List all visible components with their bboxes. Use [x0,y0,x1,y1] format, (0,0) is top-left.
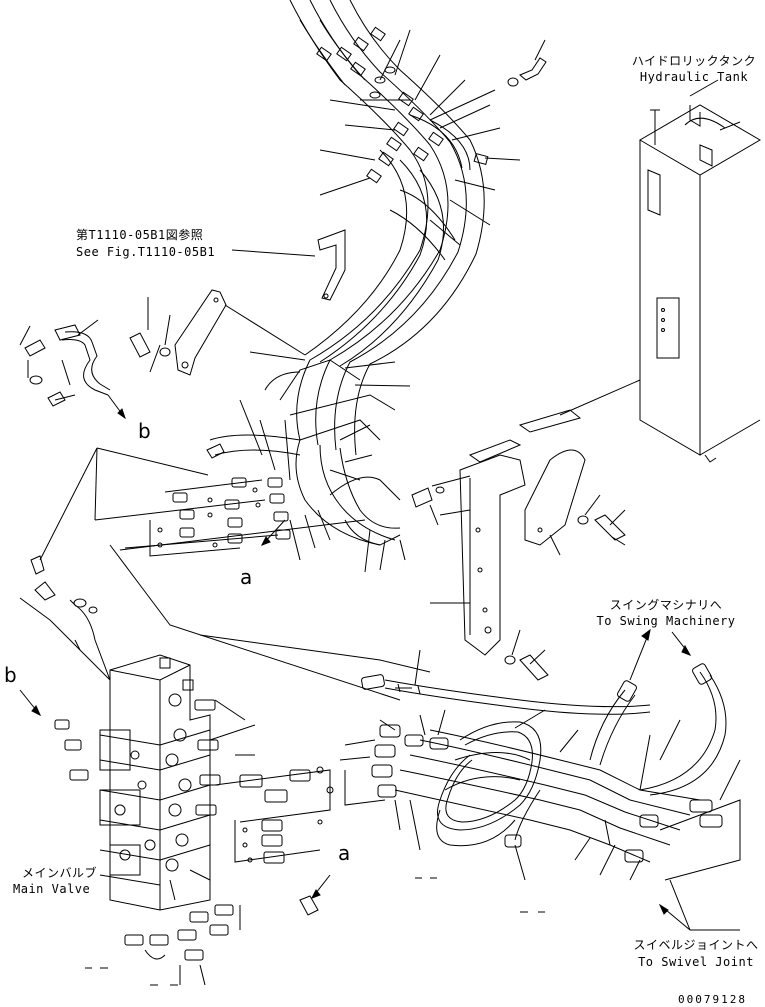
connection-lines [19,519,431,756]
main-valve-label-en: Main Valve [13,882,91,896]
fitting-rows [157,477,291,548]
mid-hose-bundle [209,359,401,546]
swing-machinery-label-jp: スイングマシナリへ [609,598,723,612]
main-valve-fittings [54,699,256,816]
see-fig-label-en: See Fig.T1110-05B1 [76,245,216,259]
hydraulic-tank-label-jp: ハイドロリックタンク [631,54,757,68]
callout-a-lower: a [338,841,351,865]
group-lines [39,447,279,561]
main-valve [99,654,211,911]
swing-machinery-label-en: To Swing Machinery [596,614,736,628]
drawing-number: 00079128 [678,993,747,1006]
lower-leaders [379,709,741,881]
washers-upper [369,39,547,99]
stay-bracket [174,289,227,376]
callout-b-upper: b [138,419,152,443]
bottom-fittings [124,869,241,986]
lower-fittings [316,663,723,863]
mid-leaders [239,351,411,573]
mounting-plate [430,454,526,656]
hydraulic-tank-label-en: Hydraulic Tank [639,70,749,84]
clamp-bracket [317,229,346,301]
see-fig-label-jp: 第T1110-05B1図参照 [76,228,204,242]
swivel-joint-label-jp: スイベルジョイントへ [633,938,759,952]
left-small-pipes [19,319,111,407]
upper-hose-bundle [289,0,485,456]
swivel-joint-label-en: To Swivel Joint [638,955,754,969]
hydraulic-tank [639,104,761,463]
triangle-plate [524,449,586,556]
upper-leaders [319,29,521,246]
bolts-right [504,494,626,681]
long-pipe [361,649,651,715]
mid-right-fitting [411,409,582,526]
upper-fittings [316,26,489,184]
main-valve-label-jp: メインバルブ [22,866,98,880]
swivel-leader [669,879,691,931]
callout-a-upper: a [240,565,253,589]
callout-b-lower: b [4,663,18,687]
upper-left-fitting [30,443,225,575]
lower-hose-assembly [394,671,741,881]
fittings-right-of-valve [214,769,331,916]
bolt-washer-set-left [129,297,171,373]
